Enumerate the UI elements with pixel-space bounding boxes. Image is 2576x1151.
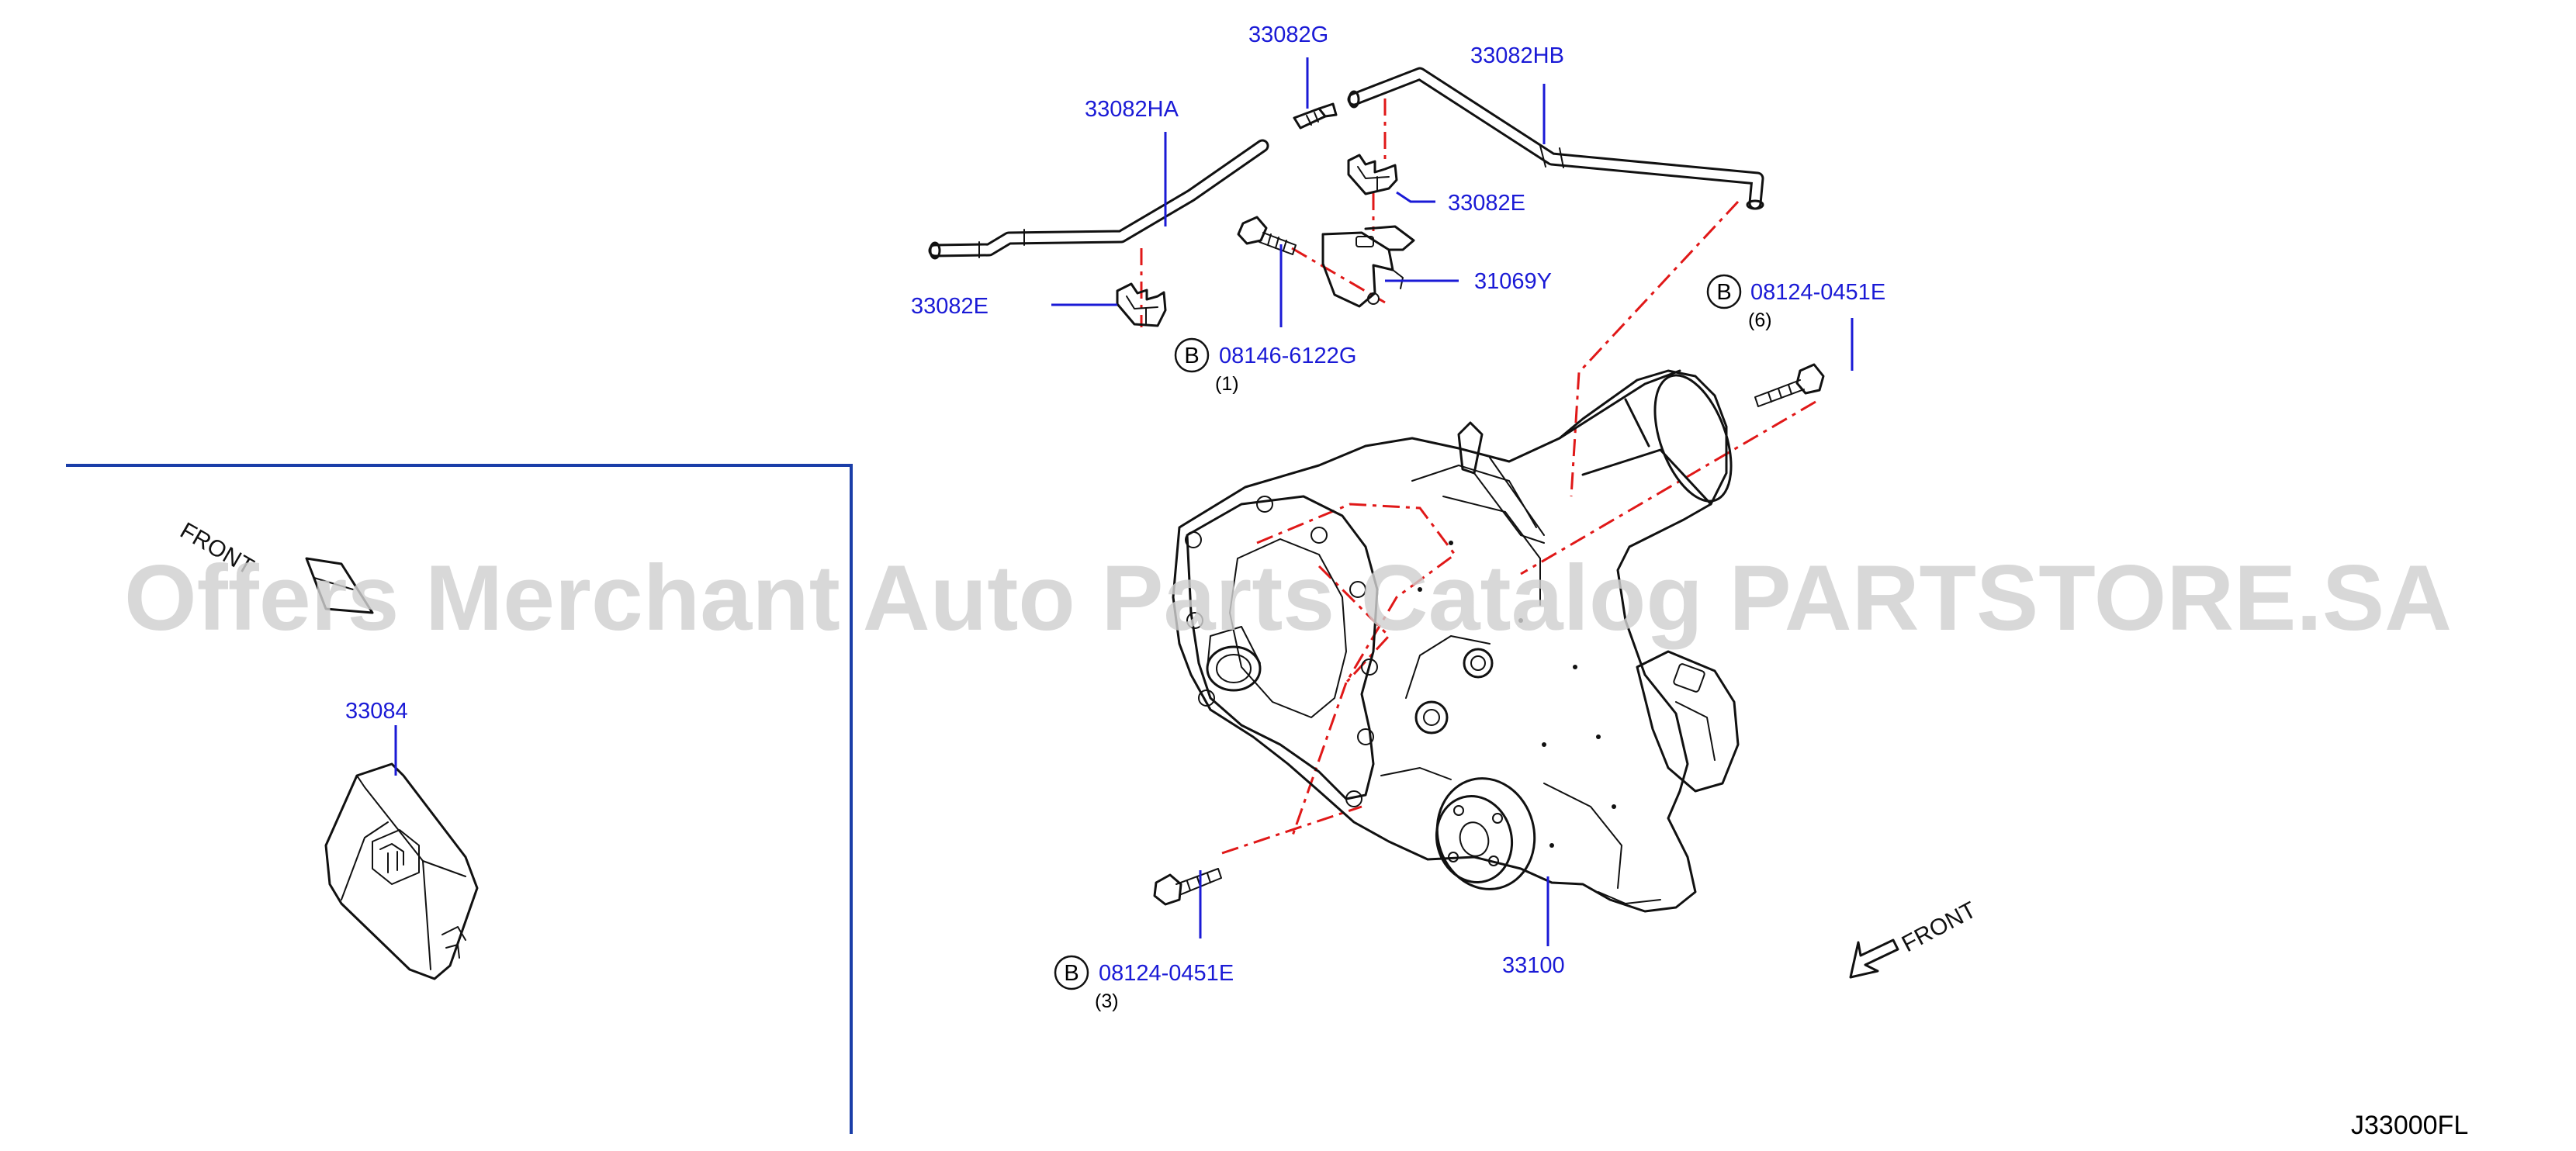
leader-lines (394, 57, 1854, 946)
part-label-08124-0451e-upper[interactable]: 08124-0451E (1750, 280, 1885, 305)
figure-code: J33000FL (2351, 1111, 2468, 1140)
connector-33082g[interactable] (1293, 102, 1338, 130)
bolt-marker-letter: B (1184, 344, 1199, 368)
hose-33082ha[interactable] (928, 139, 1269, 260)
clip-33082e-lower[interactable] (1116, 282, 1167, 327)
bolt-marker-letter: B (1716, 280, 1731, 305)
part-label-33084[interactable]: 33084 (345, 699, 408, 724)
part-label-33100[interactable]: 33100 (1502, 953, 1565, 978)
centerlines (1140, 99, 1816, 855)
front-arrow-icon (305, 557, 374, 614)
quantity-08124-0451e-upper: (6) (1748, 309, 1772, 331)
part-label-33082g[interactable]: 33082G (1248, 22, 1328, 47)
bracket-31069y[interactable] (1321, 225, 1415, 308)
bolt-marker-icon (1706, 274, 1742, 309)
bolt-marker-icon (1054, 955, 1089, 990)
front-label-main: FRONT (1898, 897, 1981, 958)
front-indicator-main: FRONT (1849, 897, 1981, 979)
inset-frame (66, 464, 853, 1134)
part-label-08124-0451e-lower[interactable]: 08124-0451E (1099, 961, 1234, 986)
quantity-08124-0451e-lower: (3) (1095, 990, 1119, 1012)
transfer-assembly-33100[interactable] (1172, 365, 1747, 913)
part-label-08146-6122g[interactable]: 08146-6122G (1219, 344, 1356, 368)
clip-33082e-upper[interactable] (1347, 154, 1398, 195)
part-label-33082ha[interactable]: 33082HA (1085, 97, 1179, 122)
part-label-33082e-lower[interactable]: 33082E (911, 294, 989, 319)
bolt-08124-0451e-upper[interactable] (1754, 363, 1825, 407)
part-label-33082hb[interactable]: 33082HB (1470, 43, 1564, 68)
front-arrow-icon (1849, 938, 1899, 979)
bolt-marker-letter: B (1064, 961, 1079, 986)
bolt-callout-08124-0451e-lower[interactable]: B 08124-0451E (3) (1054, 955, 1234, 1012)
bolt-callout-08124-0451e-upper[interactable]: B 08124-0451E (6) (1706, 274, 1885, 331)
watermark: Offers Merchant Auto Parts Catalog PARTS… (124, 546, 2452, 650)
part-label-33082e-upper[interactable]: 33082E (1448, 191, 1525, 216)
part-label-31069y[interactable]: 31069Y (1474, 269, 1552, 294)
quantity-08146-6122g: (1) (1215, 373, 1239, 395)
bolt-08124-0451e-lower[interactable] (1153, 868, 1222, 906)
hose-33082hb[interactable] (1347, 67, 1764, 210)
bolt-marker-icon (1174, 337, 1210, 373)
control-unit-33084[interactable] (324, 762, 479, 980)
bolt-callout-08146-6122g[interactable]: B 08146-6122G (1) (1174, 337, 1356, 395)
bolt-08146-6122g[interactable] (1237, 216, 1297, 255)
